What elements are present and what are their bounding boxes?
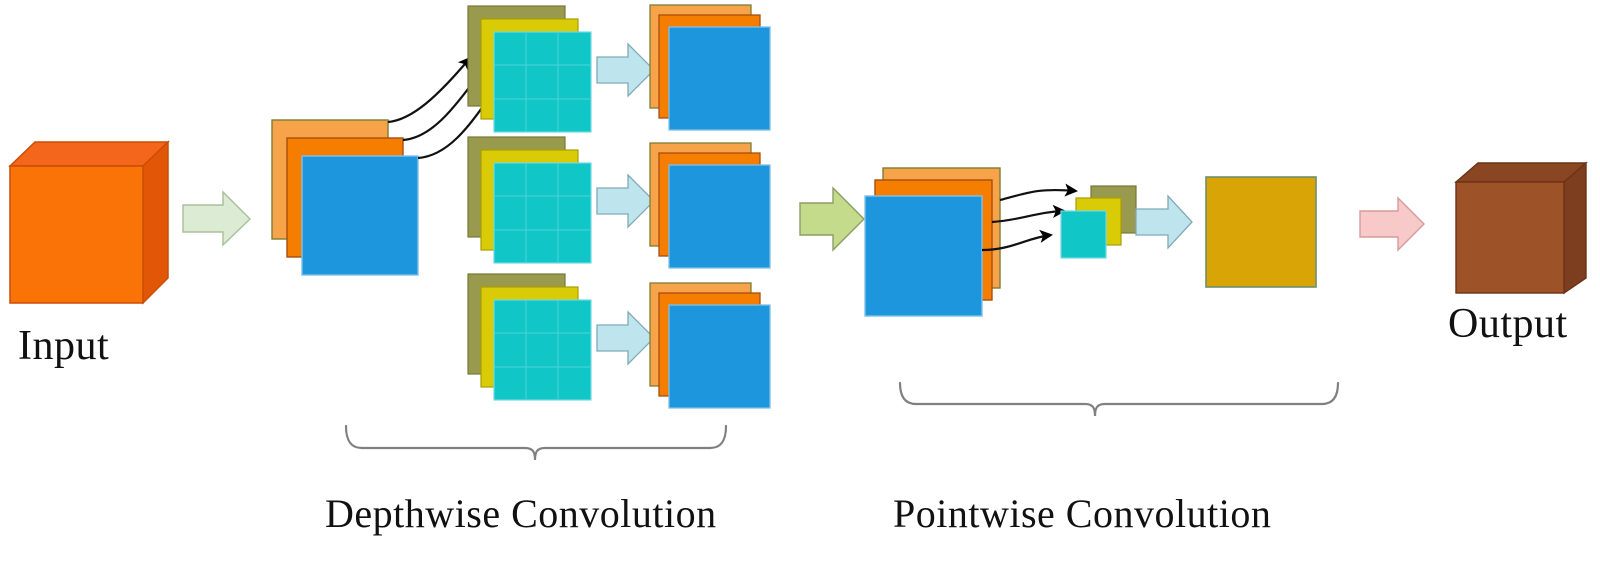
depthwise-kernel-stack-row-3 xyxy=(467,273,592,401)
input-feature-stack xyxy=(271,119,419,276)
curve-arrow-merge-2 xyxy=(991,204,1066,224)
depthwise-output-stack-row-1 xyxy=(649,4,771,131)
curve-arrow-split-1 xyxy=(387,56,472,124)
feature-layer-front xyxy=(668,164,771,269)
curve-arrow-merge-1 xyxy=(999,183,1078,202)
depthwise-kernel-stack-row-2 xyxy=(467,136,592,264)
curved-arrows-pointwise-merge xyxy=(981,183,1078,252)
arrow-input-to-features xyxy=(182,190,251,247)
curve-arrow-merge-3 xyxy=(981,229,1053,252)
kernel-layer-front xyxy=(1060,210,1107,259)
pointwise-input-stack xyxy=(864,167,1001,317)
kernel-grid-lines xyxy=(494,32,591,132)
depthwise-output-stack-row-2 xyxy=(649,142,771,269)
arrow-pointwise-kernel-to-output xyxy=(1135,194,1193,250)
feature-layer-front xyxy=(864,195,983,317)
output-box-side-face xyxy=(1563,161,1587,295)
input-box-front-face xyxy=(9,165,144,304)
arrow-pointwise-to-output-box xyxy=(1359,196,1425,252)
depthwise-kernel-stack-row-1 xyxy=(467,5,592,133)
arrow-kernel-to-output-row-1 xyxy=(596,42,655,98)
output-box xyxy=(1454,161,1588,295)
input-box-side-face xyxy=(142,140,169,305)
depthwise-brace xyxy=(344,424,728,461)
pointwise-kernel-stack xyxy=(1060,185,1137,259)
input-label: Input xyxy=(18,323,110,369)
kernel-grid-lines xyxy=(494,300,591,400)
arrow-depthwise-to-pointwise xyxy=(799,186,865,252)
input-box-top-face xyxy=(8,141,170,167)
feature-layer-front xyxy=(668,304,771,409)
arrow-kernel-to-output-row-2 xyxy=(596,173,655,229)
pointwise-brace xyxy=(898,381,1340,417)
pointwise-convolution-label: Pointwise Convolution xyxy=(893,491,1272,536)
depthwise-output-stack-row-3 xyxy=(649,282,771,409)
output-label: Output xyxy=(1448,301,1568,347)
input-box xyxy=(8,140,170,305)
kernel-layer-front xyxy=(493,162,592,264)
kernel-layer-front xyxy=(493,299,592,401)
kernel-grid-lines xyxy=(494,163,591,263)
output-box-front-face xyxy=(1455,181,1565,294)
pointwise-output-square xyxy=(1205,176,1317,288)
feature-layer-front xyxy=(668,26,771,131)
kernel-layer-front xyxy=(493,31,592,133)
arrow-kernel-to-output-row-3 xyxy=(596,310,655,366)
depthwise-convolution-label: Depthwise Convolution xyxy=(325,491,717,536)
feature-layer-front xyxy=(301,155,419,276)
